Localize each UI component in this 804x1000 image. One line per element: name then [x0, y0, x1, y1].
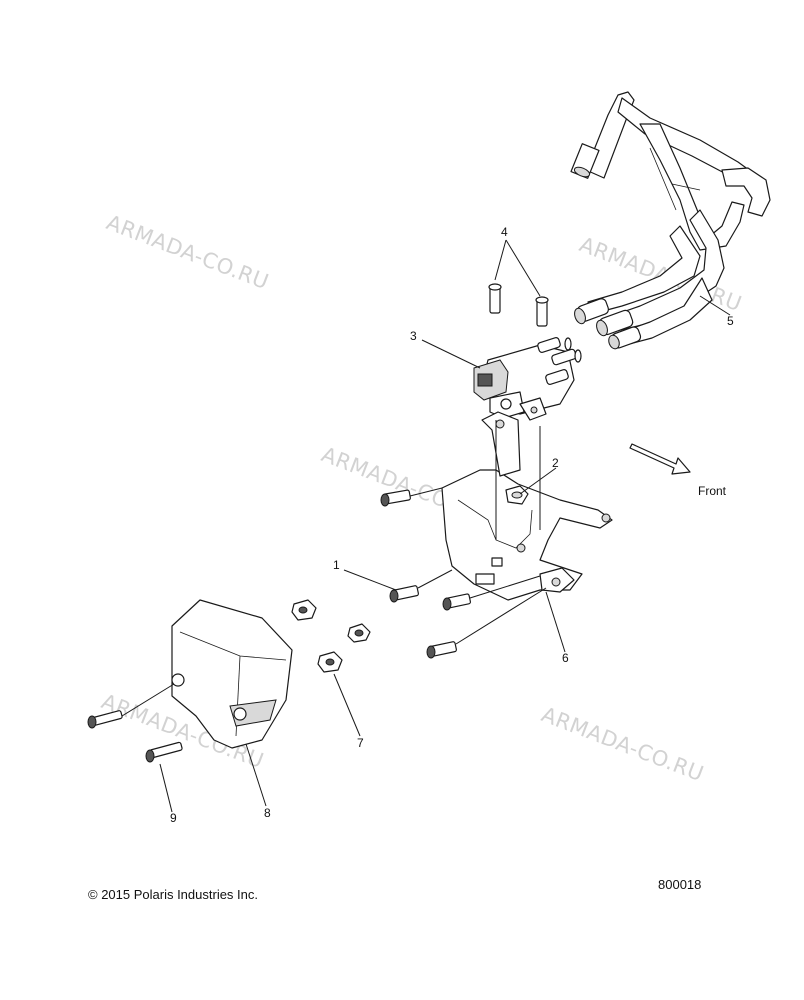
grommets-part-7: [291, 599, 371, 673]
callout-4: 4: [501, 225, 508, 239]
diagram-number: 800018: [658, 877, 701, 892]
callout-8: 8: [264, 806, 271, 820]
callout-3: 3: [410, 329, 417, 343]
callout-6: 6: [562, 651, 569, 665]
callout-7: 7: [357, 736, 364, 750]
watermark-1: ARMADA-CO.RU: [103, 210, 272, 294]
bolts-part-9: [87, 710, 183, 763]
watermark-4: ARMADA-CO.RU: [538, 702, 707, 786]
front-direction-arrow: Front: [629, 443, 727, 498]
bolts-part-1: [380, 489, 472, 659]
callout-9: 9: [170, 811, 177, 825]
clip-part-2: [505, 485, 529, 505]
hose-assembly: [570, 91, 771, 350]
mounting-bracket: [441, 411, 613, 601]
callout-1: 1: [333, 558, 340, 572]
front-label: Front: [698, 484, 727, 498]
cover-part-8: [171, 599, 293, 749]
callout-5: 5: [727, 314, 734, 328]
bolts-part-4: [488, 283, 549, 327]
copyright-notice: © 2015 Polaris Industries Inc.: [88, 887, 258, 902]
callout-2: 2: [552, 456, 559, 470]
leader-lines: [121, 239, 731, 813]
callout-numbers: 1 2 3 4 5 6 7 8 9: [170, 225, 734, 825]
solenoid-valve: [473, 337, 582, 421]
